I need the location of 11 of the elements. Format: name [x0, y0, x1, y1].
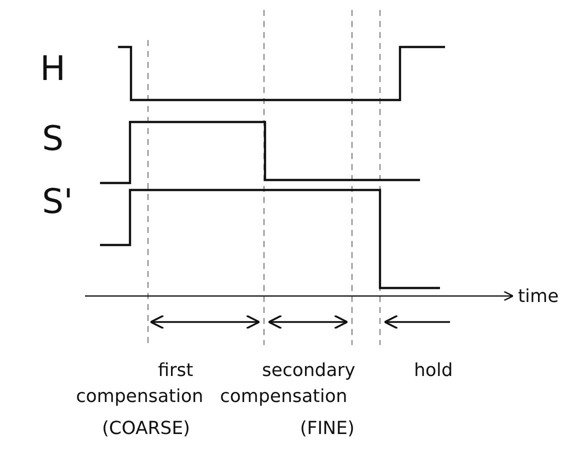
interval-label: secondary [262, 362, 356, 380]
interval-label: first [158, 362, 194, 380]
signal-name: S' [42, 185, 73, 219]
interval-label: compensation [220, 388, 348, 406]
signal-name: S [42, 122, 64, 156]
interval-label: (COARSE) [102, 420, 190, 438]
interval-label: (FINE) [300, 420, 355, 438]
interval-label: hold [414, 362, 453, 380]
axis-label: time [518, 288, 559, 306]
signal-name: H [40, 52, 66, 86]
interval-label: compensation [76, 388, 204, 406]
